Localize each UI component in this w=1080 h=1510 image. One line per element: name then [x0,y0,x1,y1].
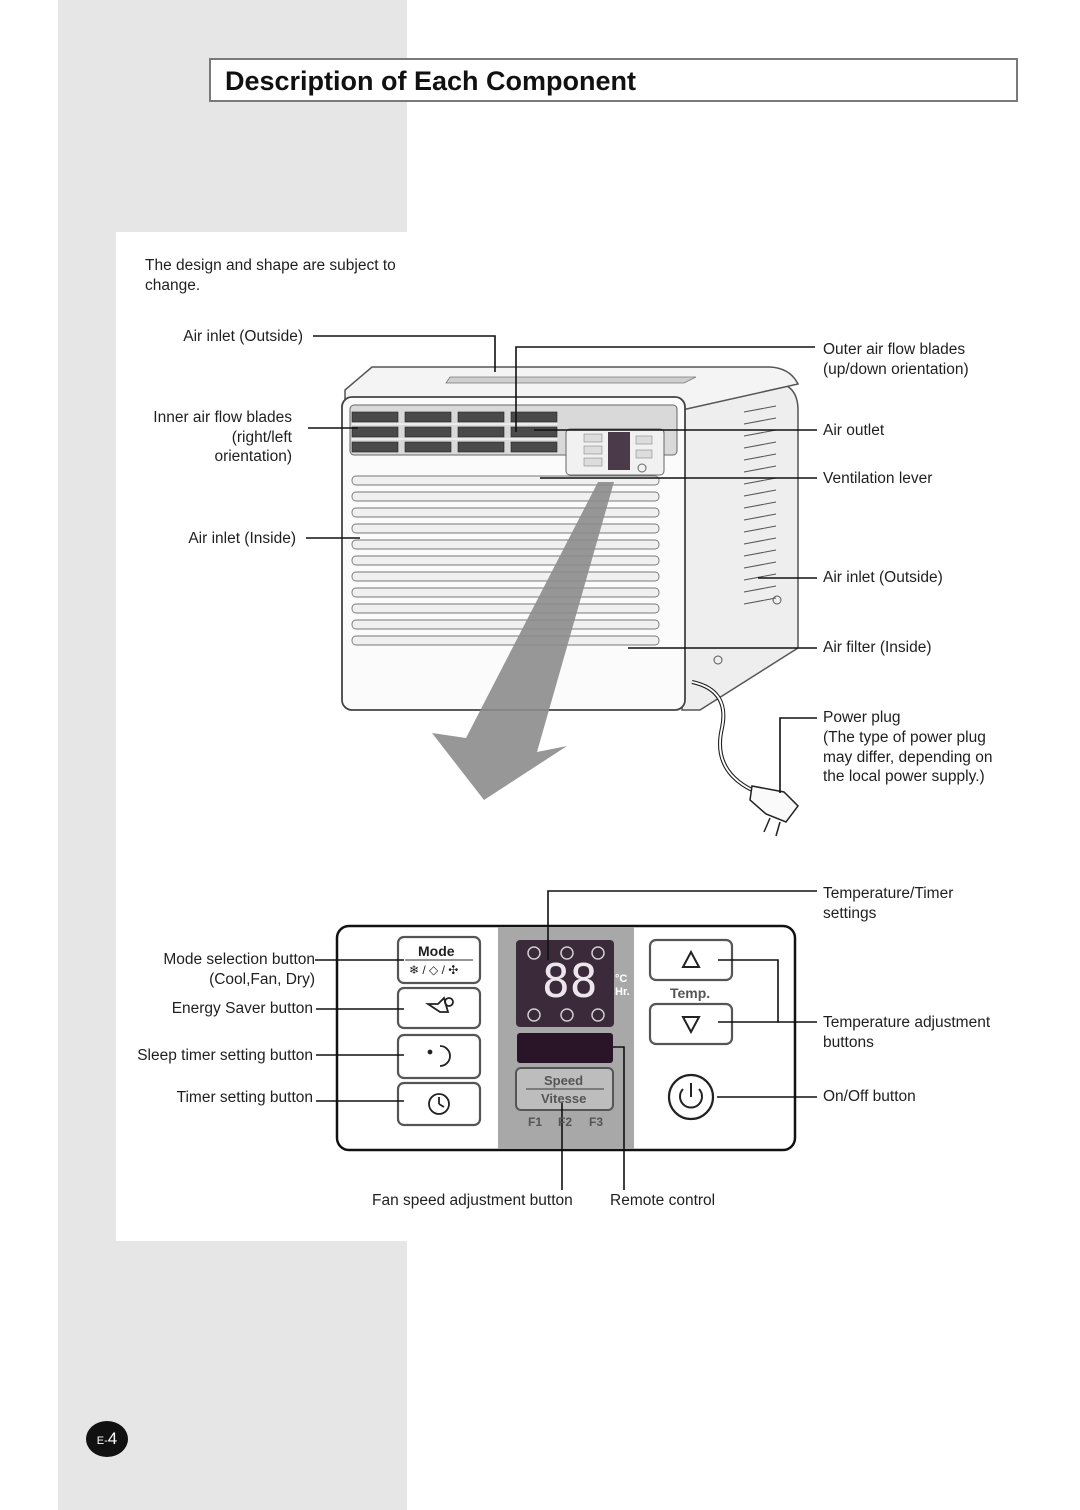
label-air-inlet-inside: Air inlet (Inside) [188,530,296,547]
side-vents [743,405,777,605]
label-temperature-timer-settings: Temperature/Timer settings [823,885,954,922]
label-mode-options: (Cool,Fan, Dry) [209,971,315,988]
label-air-filter: Air filter (Inside) [823,639,932,656]
fan-speed-f2: F2 [558,1115,573,1129]
temp-label: Temp. [670,985,711,1001]
front-grille [351,475,660,646]
inner-blades [351,411,558,453]
energy-saver-icon [425,996,454,1013]
sleep-icon [427,1045,451,1067]
label-power-plug-note: (The type of power plug may differ, depe… [823,729,993,785]
design-note: The design and shape are subject to chan… [145,257,396,294]
label-temperature-adjustment-buttons: Temperature adjustment buttons [823,1014,991,1051]
vitesse-label[interactable]: Vitesse [541,1091,587,1106]
title-box: Description of Each Component [209,58,1018,102]
air-conditioner-illustration [341,366,800,837]
unit-hours: Hr. [615,986,630,998]
label-sleep-timer-button: Sleep timer setting button [137,1047,313,1064]
unit-leader-lines [306,335,817,793]
mode-options-icons: ❄ / ◇ / ✣ [409,963,459,977]
display-icons [527,946,605,1022]
page-number-prefix: E- [96,1435,108,1447]
mode-button-label[interactable]: Mode [418,943,455,959]
label-fan-speed-adjustment-button: Fan speed adjustment button [372,1192,573,1209]
top-grille [445,376,697,384]
fan-speed-f1: F1 [528,1115,543,1129]
label-air-inlet-outside-side: Air inlet (Outside) [823,569,943,586]
label-energy-saver-button: Energy Saver button [171,1000,313,1017]
page-title: Description of Each Component [225,66,637,96]
speed-label[interactable]: Speed [544,1073,584,1088]
control-panel-illustration [335,924,797,1152]
label-air-inlet-outside-top: Air inlet (Outside) [183,328,303,345]
label-power-plug: Power plug [823,709,901,726]
unit-celsius: °C [615,973,628,985]
label-inner-air-flow-blades: Inner air flow blades (right/left orient… [153,409,292,465]
label-ventilation-lever: Ventilation lever [823,470,933,487]
page-number-digit: 4 [107,1429,118,1448]
label-remote-control: Remote control [610,1192,716,1209]
page-number-badge: E-4 [86,1421,128,1457]
fan-speed-f3: F3 [589,1115,604,1129]
label-timer-setting-button: Timer setting button [176,1089,313,1106]
power-plug [749,785,799,837]
label-air-outlet: Air outlet [823,422,885,439]
label-outer-air-flow-blades: Outer air flow blades (up/down orientati… [823,341,969,378]
airflow-arrow [432,482,614,800]
panel-leader-lines [315,890,817,1190]
timer-icon [428,1093,450,1115]
label-on-off-button: On/Off button [823,1088,916,1105]
label-mode-selection-button: Mode selection button [163,951,315,968]
display-digits: 88 [542,954,598,1008]
